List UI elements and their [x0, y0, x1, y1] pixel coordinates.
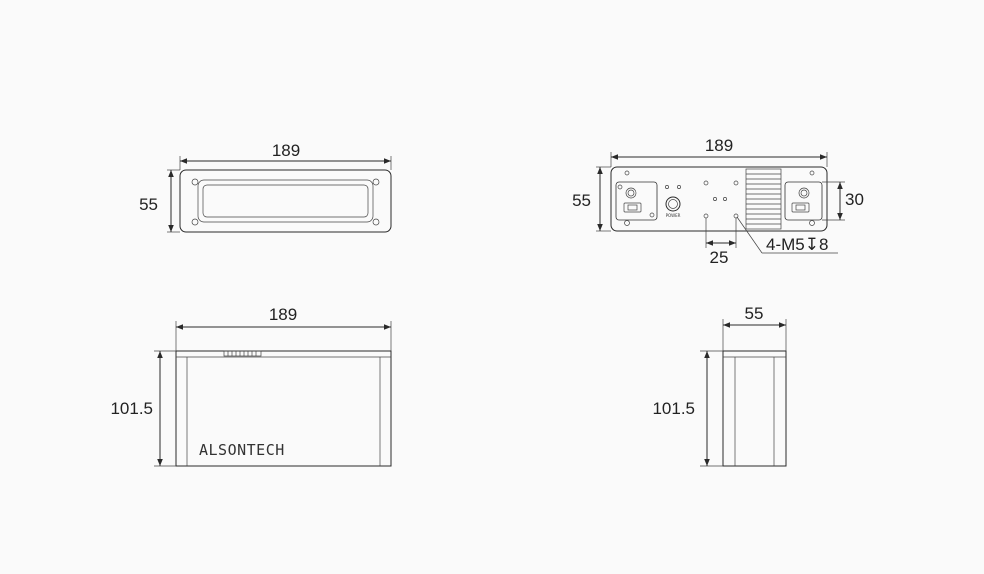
right-connector-plate: [784, 181, 823, 221]
left-connector-knob: [625, 187, 637, 199]
hole-dim-label: 25: [710, 248, 729, 267]
side-view: ALSONTECH 189 101.5: [110, 305, 392, 467]
left-connector-screw-a: [617, 184, 623, 190]
right-connector-socket: [791, 202, 810, 213]
mount-hole-5: [713, 197, 717, 201]
end-height-label: 101.5: [652, 399, 695, 418]
port-dim-label: 30: [845, 190, 864, 209]
side-height-label: 101.5: [110, 399, 153, 418]
side-vent: [223, 350, 262, 357]
front-screw-tl: [191, 178, 199, 186]
front-window-outer: [197, 179, 374, 223]
mount-hole-2: [733, 180, 739, 186]
front-view: 189 55: [139, 141, 392, 233]
left-connector-knob-inner: [627, 189, 635, 197]
right-connector-knob-inner: [800, 189, 808, 197]
side-vent-frame: [223, 350, 262, 357]
front-window-inner: [202, 184, 369, 218]
heatsink-fins: [745, 168, 782, 230]
side-body-outline: [175, 350, 392, 467]
front-screw-bl: [191, 218, 199, 226]
right-connector-socket-inner: [795, 204, 806, 211]
power-button[interactable]: [665, 196, 681, 212]
power-button-inner: [668, 199, 678, 209]
callout-leader: [736, 216, 763, 254]
rear-view: POWER: [572, 136, 864, 267]
brand-label: ALSONTECH: [199, 441, 285, 459]
front-height-label: 55: [139, 195, 158, 214]
left-connector-socket-inner: [627, 204, 638, 211]
rear-screw-br: [809, 220, 815, 226]
rear-width-label: 189: [705, 136, 733, 155]
end-body-outline: [722, 350, 787, 467]
rear-screw-tr: [809, 170, 815, 176]
rear-height-label: 55: [572, 191, 591, 210]
front-screw-br: [372, 218, 380, 226]
end-view: 55 101.5: [652, 304, 787, 467]
end-width-label: 55: [745, 304, 764, 323]
side-width-label: 189: [269, 305, 297, 324]
hole-callout-label: 4-M5↧8: [766, 235, 828, 254]
mount-hole-1: [703, 180, 709, 186]
front-width-label: 189: [272, 141, 300, 160]
right-connector-knob: [798, 187, 810, 199]
led-indicator-2: [677, 185, 681, 189]
power-label: POWER: [666, 213, 681, 218]
front-body-outline: [179, 169, 392, 233]
rear-screw-tl: [624, 170, 630, 176]
mount-hole-6: [723, 197, 727, 201]
led-indicator-1: [665, 185, 669, 189]
left-connector-socket: [623, 202, 642, 213]
front-screw-tr: [372, 178, 380, 186]
left-connector-screw-b: [649, 212, 655, 218]
rear-body-outline: [610, 166, 828, 232]
rear-screw-bl: [624, 220, 630, 226]
